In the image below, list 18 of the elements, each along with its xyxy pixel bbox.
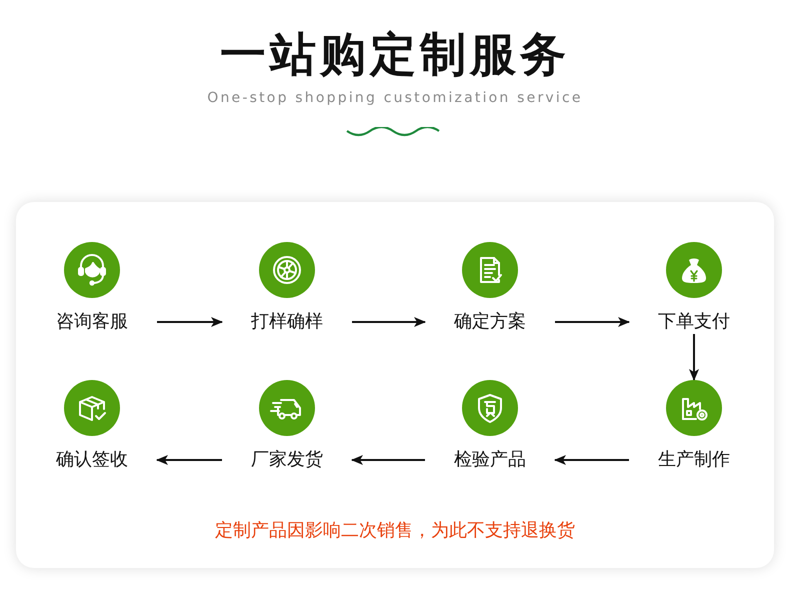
arrow [351,455,425,465]
step-label: 下单支付 [658,310,730,334]
subtitle: One-stop shopping customization service [206,89,584,108]
step-label: 检验产品 [454,448,526,472]
title: 一站购定制服务 [219,26,571,83]
arrow [555,317,630,327]
step-label: 生产制作 [658,448,730,472]
notice-text: 定制产品因影响二次销售，为此不支持退换货 [214,519,576,543]
arrow [157,317,223,327]
arrow [554,455,629,465]
step-label: 打样确样 [251,310,323,334]
step-label: 确定方案 [454,310,526,334]
arrow [689,334,699,381]
arrow [156,455,222,465]
arrow [352,317,426,327]
step-label: 咨询客服 [56,310,128,334]
step-label: 确认签收 [56,448,128,472]
step-label: 厂家发货 [251,448,323,472]
